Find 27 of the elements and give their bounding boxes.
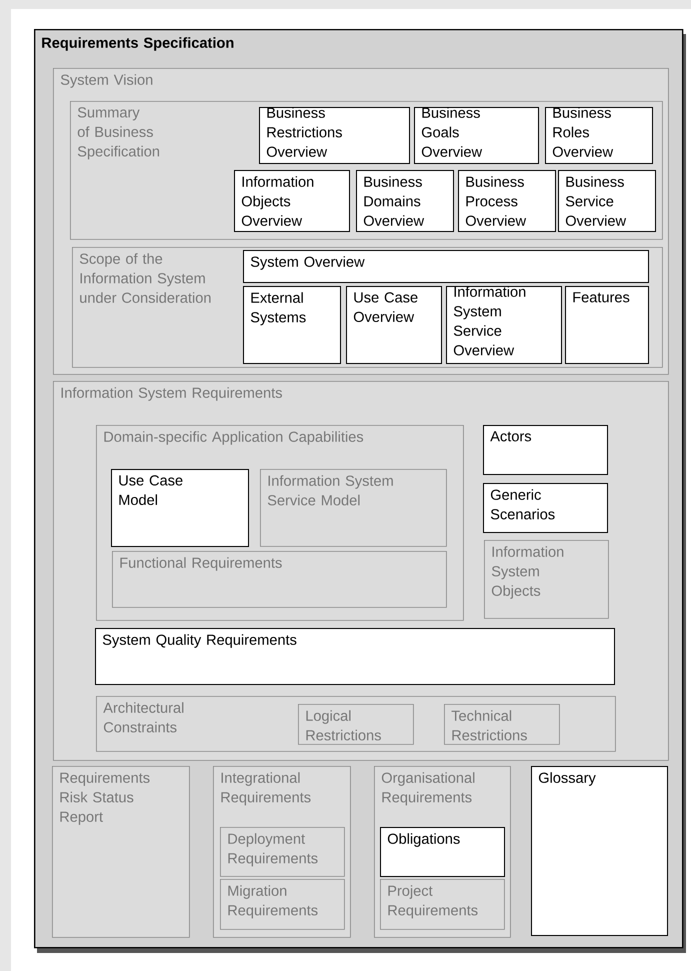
section-box: Technical Restrictions [444,704,560,745]
section-box: Deployment Requirements [220,827,345,877]
section-box: Migration Requirements [220,879,345,930]
section-box: Business Restrictions Overview [259,107,410,164]
section-box: Functional Requirements [112,551,447,608]
section-box: Obligations [380,827,505,877]
section-box: Information System Objects [484,540,609,619]
section-box: Project Requirements [380,879,505,930]
section-box: Glossary [531,766,668,936]
section-box: Use Case Model [111,469,249,547]
section-box: Information Objects Overview [234,170,350,232]
section-box: System Quality Requirements [95,628,615,685]
section-box: Logical Restrictions [298,704,414,745]
section-box: System Overview [243,250,649,283]
section-box: Business Roles Overview [545,107,653,164]
section-box: Business Domains Overview [356,170,454,232]
section-box: Generic Scenarios [483,483,608,533]
section-box: Information System Service Model [260,469,447,547]
section-box: Use Case Overview [346,286,442,364]
section-box: Information System Service Overview [446,286,562,364]
section-box: Features [565,286,649,364]
section-box: Business Process Overview [458,170,556,232]
section-box: Business Goals Overview [414,107,539,164]
section-box: Actors [483,425,608,475]
section-box: Requirements Risk Status Report [52,766,190,938]
section-box: External Systems [243,286,341,364]
section-box: Business Service Overview [558,170,656,232]
